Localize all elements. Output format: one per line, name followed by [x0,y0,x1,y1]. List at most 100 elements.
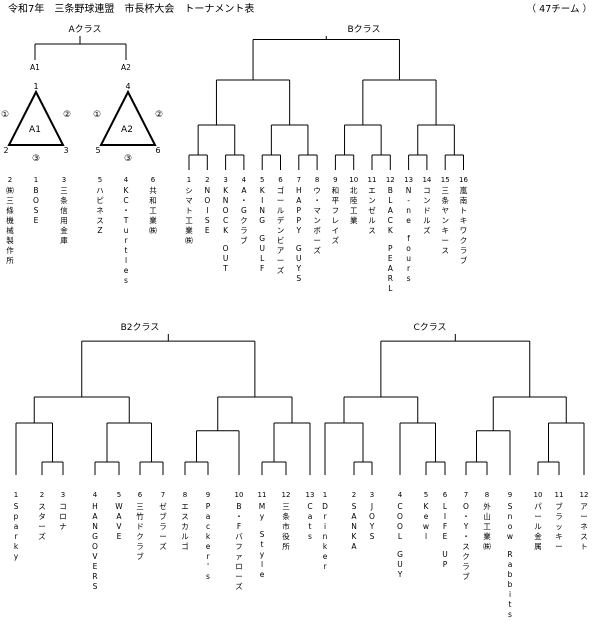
triangle-vertex: 1 [33,82,38,91]
a-team-num: 3 [62,176,66,184]
c-team-num: 5 [424,491,428,499]
a-team-num: 1 [34,176,38,184]
b2-team-name: コロナ [59,502,67,531]
triangle-side-label: ③ [124,154,132,164]
a-team-name: ㈱三條機械製作所 [6,185,14,265]
b-team-num: 1 [187,176,191,184]
triangle-vertex: 5 [95,146,100,155]
triangle-name: A2 [121,125,133,135]
b-team-name: ウ・マンボーズ [313,186,321,255]
bracket-lines [7,36,585,475]
triangle-vertex: 4 [125,82,130,91]
b-team-num: 14 [422,176,431,184]
b-team-num: 13 [404,176,413,184]
b-team-name: 三条ヤンキース [441,186,449,255]
b2-team-name: 三条市役所 [282,502,290,551]
c-team-num: 8 [485,491,489,499]
b-team-name: 和平フレイズ [332,186,340,245]
b-team-name: 嵐南トキワクラブ [460,186,468,265]
triangle-side-label: ③ [32,154,40,164]
round-robin-triangle [7,89,65,146]
a-team-num: 6 [151,176,156,184]
b-team-num: 3 [223,176,227,184]
triangle-vertex: 2 [3,146,8,155]
b2-team-num: 2 [40,491,44,499]
triangle-vertex: 6 [155,146,160,155]
triangle-name: A1 [29,125,41,135]
b-team-num: 15 [441,176,450,184]
c-team-num: 6 [443,491,448,499]
triangle-vertex: 3 [63,146,68,155]
b2-team-num: 3 [61,491,65,499]
c-team-name: ブラッキー [555,501,563,551]
b-team-num: 16 [459,176,468,184]
b-team-name: エンゼルス [368,186,376,235]
b-team-num: 5 [260,176,264,184]
b-team-name: 北陸工業 [350,186,358,225]
b2-team-num: 8 [183,491,187,499]
b2-team-num: 12 [282,491,291,499]
b2-team-num: 5 [117,491,121,499]
triangle-side-label: ② [63,110,71,120]
c-team-name: アーネスト [580,502,588,551]
b2-team-num: 11 [258,491,267,499]
a-slot-label: A1 [30,63,40,72]
b-team-num: 10 [349,176,358,184]
a-team-num: 4 [124,176,129,184]
c-team-name: O・Y・スクラブ [462,502,470,581]
b2-team-num: 7 [161,491,165,499]
c-team-num: 11 [555,491,564,499]
b2-team-name: エスカルゴ [181,502,189,551]
a-class-title: Aクラス [69,24,102,35]
team-count: （ 47チーム ） [527,3,592,15]
c-team-num: 10 [534,491,543,499]
c-team-num: 4 [398,491,403,499]
c-class-title: Cクラス [413,322,446,333]
c-team-name: 外山工業㈱ [483,501,491,551]
page-title: 令和7年 三条野球連盟 市長杯大会 トーナメント表 [8,2,254,15]
b-team-num: 9 [333,176,337,184]
round-robin-triangle [99,89,157,146]
b-team-name: シマト工業㈱ [185,186,193,245]
c-team-num: 12 [580,491,589,499]
triangle-side-label: ① [93,110,101,120]
b-team-num: 6 [278,176,283,184]
b-team-name: ゴールデンビアーズ [277,185,285,275]
b-team-num: 4 [242,176,247,184]
a-slot-label: A2 [121,63,131,72]
b-team-num: 8 [315,176,319,184]
c-team-num: 7 [464,491,468,499]
b-team-num: 11 [368,176,377,184]
b2-team-num: 4 [93,491,98,499]
c-team-num: 9 [508,491,512,499]
triangle-side-label: ② [155,110,163,120]
b2-team-name: スターズ [38,502,46,541]
a-team-num: 5 [98,176,102,184]
b2-class-title: B2クラス [121,322,160,333]
b2-team-name: 三竹ドクラブ [136,502,144,561]
triangle-side-label: ① [1,110,9,120]
a-team-num: 2 [8,176,12,184]
